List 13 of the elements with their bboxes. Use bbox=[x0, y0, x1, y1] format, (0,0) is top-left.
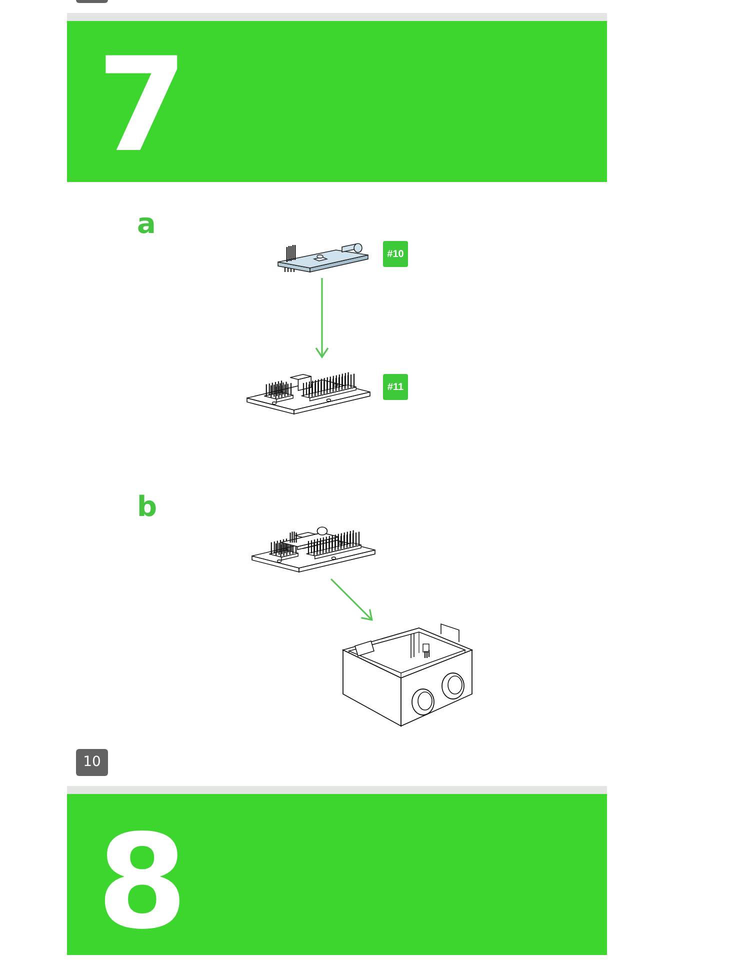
arrow bbox=[315, 278, 329, 358]
step-number: 8 bbox=[97, 817, 188, 947]
part-number-tag: #10 bbox=[383, 241, 408, 267]
step-header-band bbox=[67, 13, 607, 182]
step-header-band bbox=[67, 786, 607, 955]
substep-letter: a bbox=[137, 210, 156, 238]
step-number: 7 bbox=[97, 40, 188, 170]
page-number-tag: 10 bbox=[76, 749, 108, 776]
substep-letter: b bbox=[137, 493, 158, 521]
part-number-tag: #11 bbox=[383, 374, 408, 400]
module-board-drawing bbox=[276, 241, 370, 275]
enclosure-box-drawing bbox=[341, 622, 474, 728]
arrow bbox=[330, 578, 373, 621]
